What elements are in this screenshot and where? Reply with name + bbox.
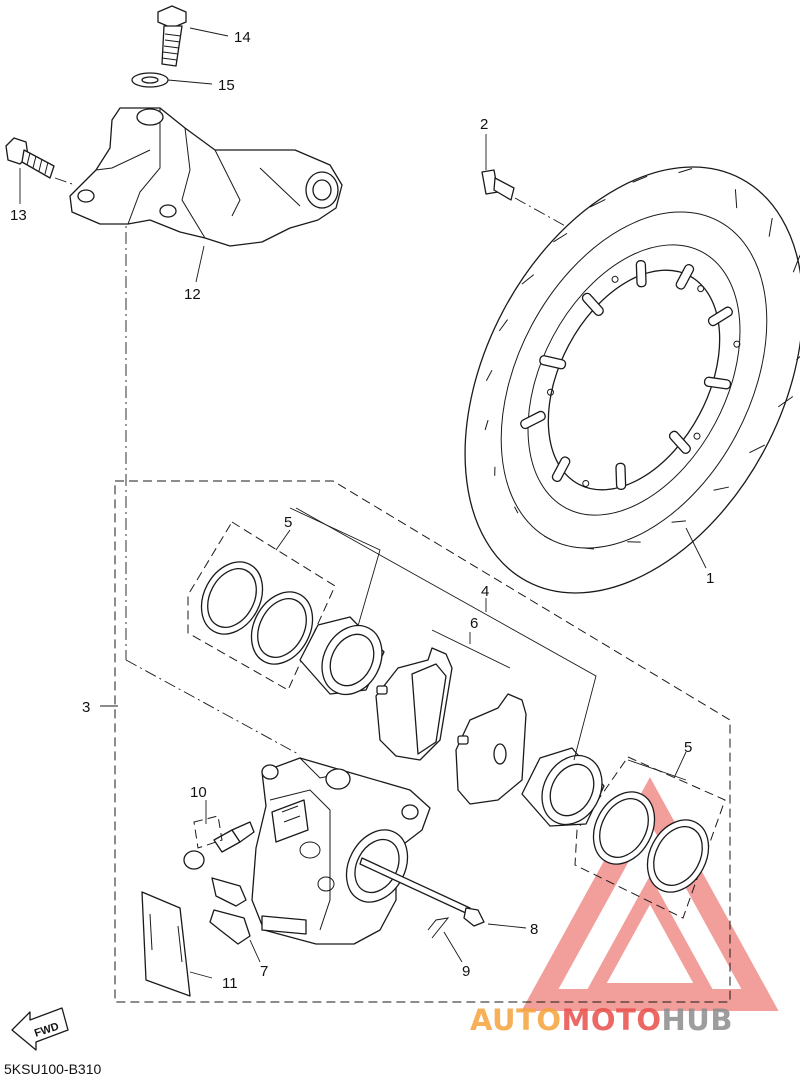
callout-9: 9 xyxy=(462,963,470,980)
pin-clip-9-icon xyxy=(427,917,450,939)
brake-pad-right-icon xyxy=(455,693,527,805)
watermark-part3: HUB xyxy=(662,1003,733,1037)
callout-7: 7 xyxy=(260,963,268,980)
piston-seal-5-left-icon xyxy=(200,561,314,665)
callout-3: 3 xyxy=(82,699,90,716)
callout-8: 8 xyxy=(530,921,538,938)
callout-5-left: 5 xyxy=(284,514,292,531)
pad-spring-7-icon xyxy=(209,877,251,945)
callout-6: 6 xyxy=(470,615,478,632)
shim-11-icon xyxy=(141,891,191,997)
centerline-caliper-axis xyxy=(125,659,301,756)
callout-10: 10 xyxy=(190,784,207,801)
callout-12: 12 xyxy=(184,286,201,303)
callout-14: 14 xyxy=(234,29,251,46)
disc-vent-slots xyxy=(520,260,733,490)
brake-pad-6-left-icon xyxy=(375,647,453,761)
bolt-13-icon xyxy=(5,137,55,179)
callout-4: 4 xyxy=(481,583,489,600)
callout-13: 13 xyxy=(10,207,27,224)
callout-15: 15 xyxy=(218,77,235,94)
piston-left-icon xyxy=(299,616,385,696)
caliper-body-icon xyxy=(251,757,431,945)
seal-kit-dashed-box-right xyxy=(574,756,726,919)
bolt-2-icon xyxy=(481,169,515,201)
seal-kit-dashed-box-left xyxy=(187,521,336,691)
callout-5-right: 5 xyxy=(684,739,692,756)
watermark-triangle-logo xyxy=(521,777,779,1011)
callout-2: 2 xyxy=(480,116,488,133)
fwd-arrow-icon: FWD xyxy=(11,1007,69,1051)
watermark-part2: MOTO xyxy=(562,1003,662,1037)
callout-11: 11 xyxy=(222,975,238,992)
pad-pin-8-icon xyxy=(359,857,485,927)
svg-text:AUTOMOTOHUB: AUTOMOTOHUB xyxy=(470,1003,733,1037)
watermark-part1: AUTO xyxy=(470,1003,562,1037)
piston-right-icon xyxy=(521,747,605,827)
piston-seal-5-right-icon xyxy=(592,791,710,893)
caliper-bracket-12-icon xyxy=(69,107,343,247)
centerline-bolt-13 xyxy=(54,177,76,186)
watermark-brand: AUTOMOTOHUB xyxy=(470,1003,733,1037)
bolt-14-icon xyxy=(157,5,187,67)
leader-lines xyxy=(19,27,707,979)
callout-1: 1 xyxy=(706,570,714,587)
bleed-screw-10-icon xyxy=(183,815,255,870)
brake-disc-1-icon xyxy=(464,166,800,594)
diagram-code: 5KSU100-B310 xyxy=(4,1061,102,1077)
washer-15-icon xyxy=(131,72,169,88)
callout-labels: 1 2 3 4 5 5 6 7 8 9 10 11 12 13 14 15 xyxy=(10,29,714,992)
